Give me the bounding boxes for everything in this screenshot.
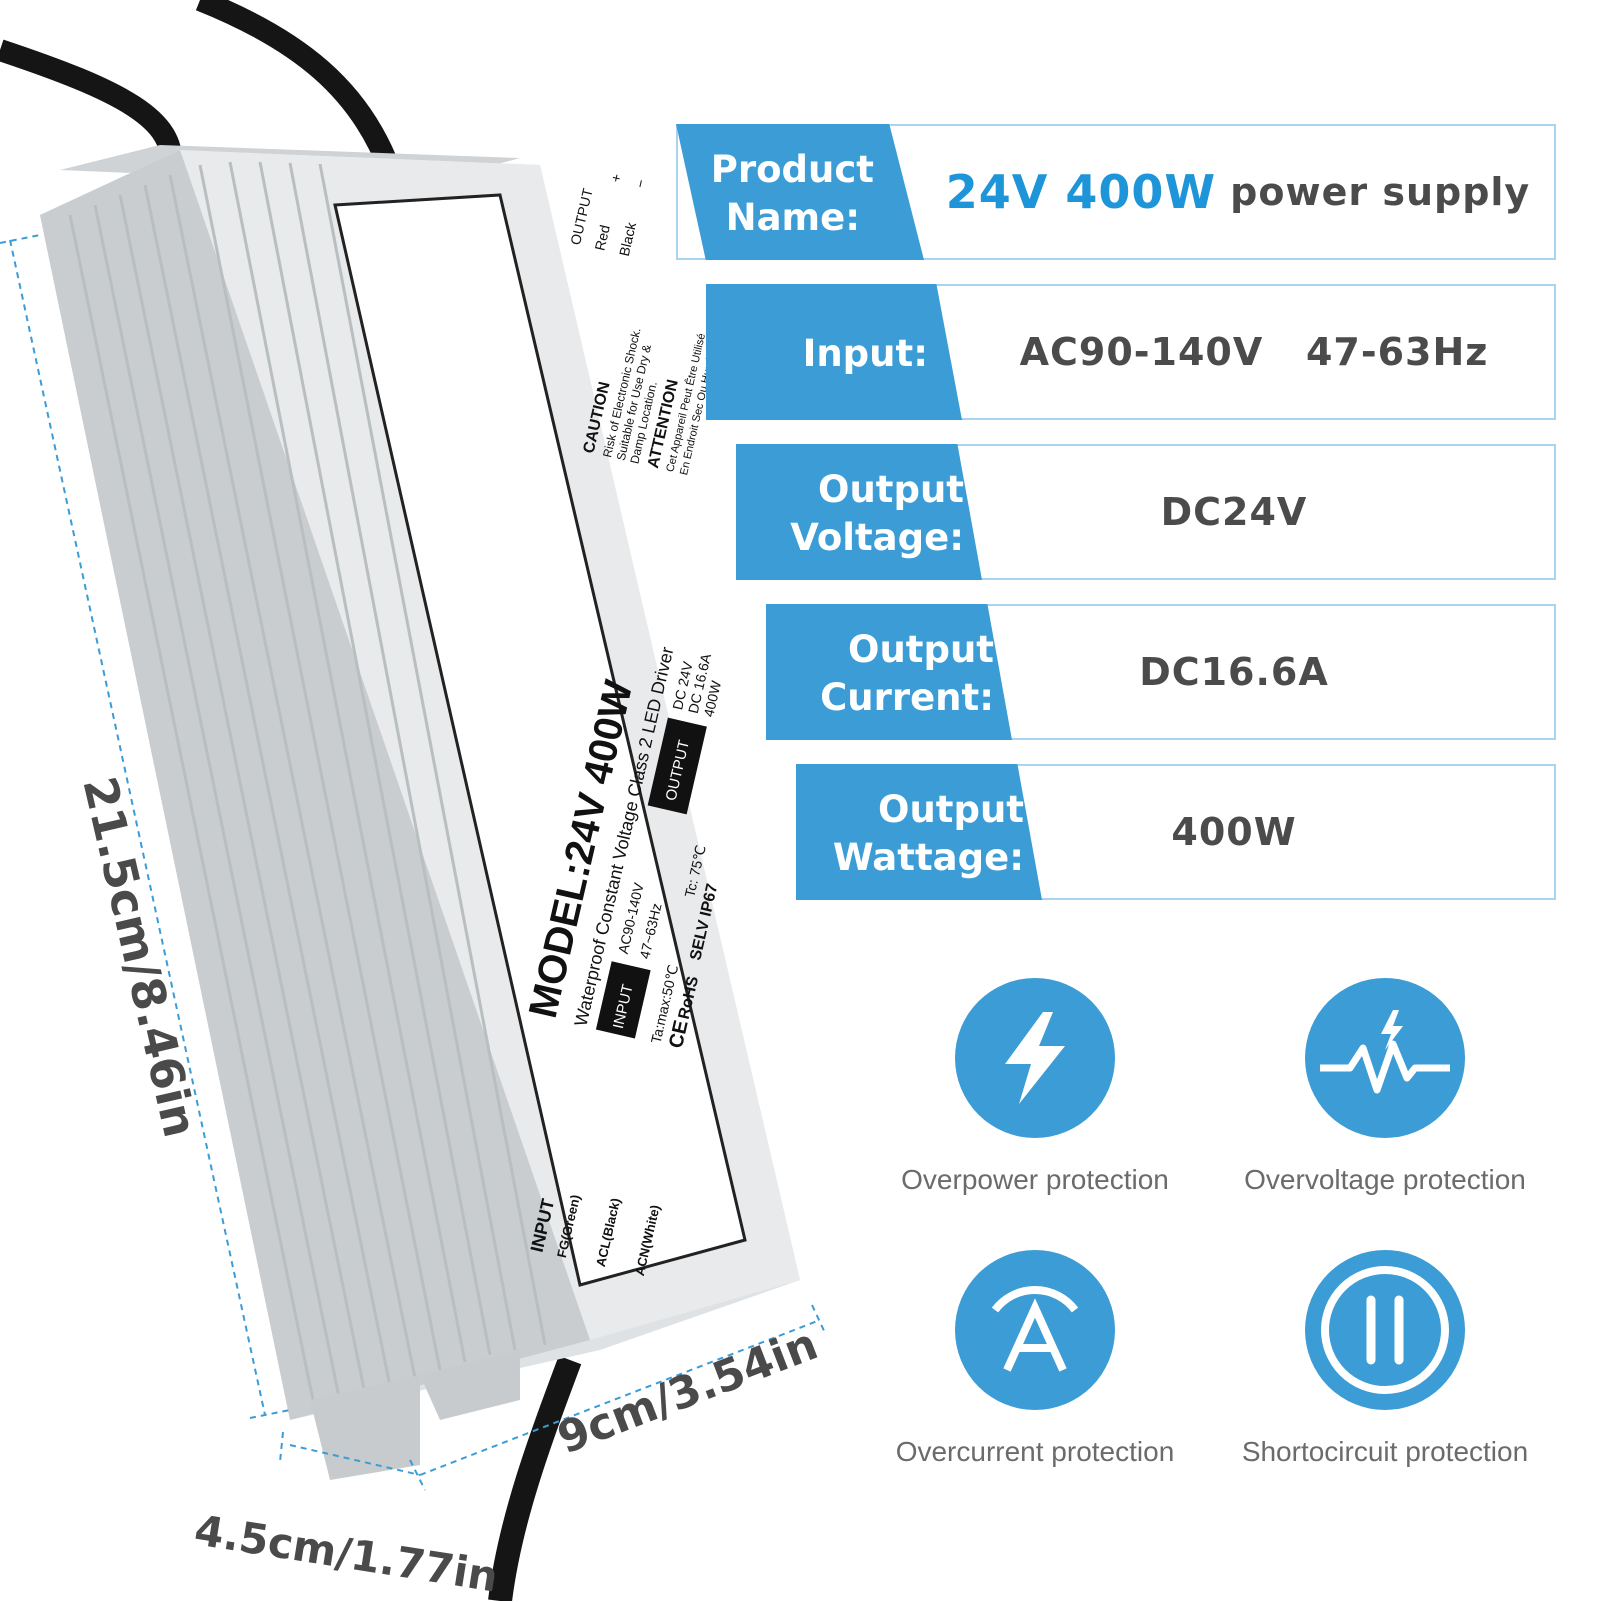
minus-sign: − (632, 178, 649, 190)
spec-label: Output Current: (768, 606, 994, 742)
feature-shortcircuit: Shortocircuit protection (1225, 1250, 1545, 1468)
spec-row-output-voltage: Output Voltage: DC24V (736, 444, 1556, 580)
spec-row-input: Input: AC90-140V 47-63Hz (706, 284, 1556, 420)
power-cable (488, 1355, 582, 1601)
spec-tab (766, 604, 1012, 740)
spec-row-product-name: Product Name: 24V 400W power supply (676, 124, 1556, 260)
spec-row-output-wattage: Output Wattage: 400W (796, 764, 1556, 900)
output-header-text: OUTPUT (567, 186, 596, 246)
feature-caption: Overcurrent protection (895, 1436, 1175, 1467)
power-supply-body (40, 145, 800, 1480)
feature-overvoltage: Overvoltage protection (1225, 978, 1545, 1196)
width-dimension-line (419, 1319, 821, 1476)
spec-label: Product Name: (678, 126, 874, 262)
feature-overpower: Overpower protection (875, 978, 1195, 1196)
spec-tab (676, 124, 924, 260)
product-name-rest: power supply (1230, 170, 1531, 214)
short-circuit-icon (1305, 1250, 1465, 1410)
spec-row-output-current: Output Current: DC16.6A (766, 604, 1556, 740)
spec-label-line: Output (878, 788, 1024, 831)
spec-label: Output Wattage: (798, 766, 1024, 902)
spec-label-line: Current: (820, 676, 994, 719)
spec-label-line: Voltage: (790, 516, 964, 559)
lightning-bolt-icon (955, 978, 1115, 1138)
spec-value: AC90-140V 47-63Hz (1019, 330, 1489, 374)
feature-caption: Overpower protection (901, 1164, 1169, 1195)
feature-overcurrent: Overcurrent protection (875, 1250, 1195, 1468)
spec-label-line: Output (848, 628, 994, 671)
spec-label-line: Output (818, 468, 964, 511)
red-wire-text: Red (591, 223, 612, 252)
device-label-plate (333, 193, 747, 1287)
spec-label-line: Wattage: (832, 836, 1024, 879)
spec-tab (736, 444, 982, 580)
spec-value: DC16.6A (1139, 650, 1329, 694)
spec-tab (796, 764, 1042, 900)
spec-label-line: Input: (802, 332, 928, 375)
height-dimension-line (289, 1444, 421, 1476)
product-name-accent: 24V 400W (945, 165, 1217, 219)
feature-caption: Overvoltage protection (1244, 1164, 1526, 1195)
spec-label: Input: (708, 286, 928, 422)
spec-label-line: Name: (725, 196, 860, 239)
ammeter-icon (955, 1250, 1115, 1410)
spec-label: Output Voltage: (738, 446, 964, 582)
spec-value: DC24V (1160, 490, 1308, 534)
length-dimension-line (9, 239, 266, 1416)
power-cable (195, 0, 401, 174)
feature-caption: Shortocircuit protection (1241, 1436, 1529, 1467)
plus-sign: + (607, 172, 624, 184)
spec-value: 24V 400W power supply (928, 126, 1548, 258)
voltage-spike-icon (1305, 978, 1465, 1138)
black-wire-text: Black (616, 220, 640, 258)
spec-tab (706, 284, 962, 420)
spec-value: 400W (1171, 810, 1297, 854)
spec-label-line: Product (710, 148, 874, 191)
